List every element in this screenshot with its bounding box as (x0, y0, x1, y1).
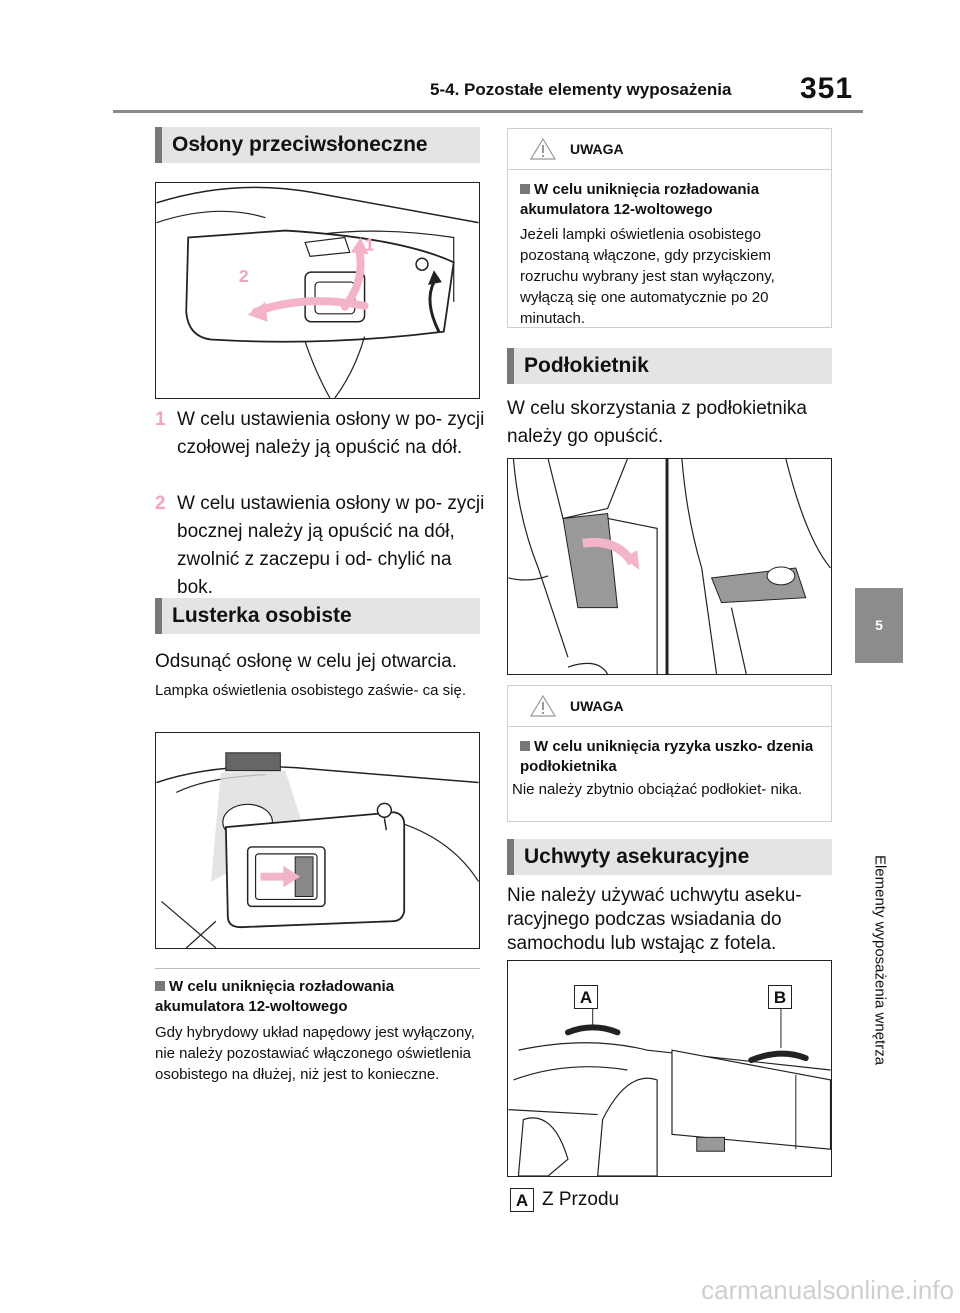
grab-handles-text: Nie należy używać uchwytu aseku- racyjne… (507, 885, 802, 954)
warning-2-title: W celu uniknięcia ryzyka uszko- dzenia p… (520, 738, 814, 775)
warning-2-label: UWAGA (570, 698, 624, 714)
figure-armrest (507, 458, 832, 675)
step-2: 2 W celu ustawienia osłony w po- zycji b… (155, 490, 485, 602)
chapter-side-label: Elementy wyposażenia wnętrza (871, 854, 889, 1066)
warning-2-text: Nie należy zbytnio obciążać podłokiet- n… (512, 781, 803, 798)
warning-1-text: Jeżeli lampki oświetlenia osobistego poz… (520, 226, 775, 327)
heading-mirrors: Lusterka osobiste (155, 598, 480, 634)
vanity-mirror-illustration (156, 752, 479, 948)
step-2-number: 2 (155, 493, 166, 514)
warning-triangle-icon (530, 138, 556, 160)
heading-sun-visors: Osłony przeciwsłoneczne (155, 127, 480, 163)
fig-label-2: 2 (239, 266, 249, 286)
fig-label-1: 1 (365, 234, 375, 254)
label-b: B (768, 985, 792, 1009)
watermark: carmanualsonline.info (534, 1267, 960, 1313)
note-title: W celu uniknięcia rozładowania akumulato… (155, 978, 395, 1015)
grab-handles-illustration (508, 998, 831, 1176)
mirrors-text: Odsunąć osłonę w celu jej otwarcia. (155, 651, 458, 672)
armrest-text: W celu skorzystania z podłokietnika nale… (507, 398, 807, 447)
label-a: A (574, 985, 598, 1009)
warning-box-1: UWAGA W celu uniknięcia rozładowania aku… (507, 128, 832, 328)
mirrors-note: Lampka oświetlenia osobistego zaświe- ca… (155, 682, 466, 699)
legend-a: A Z Przodu (510, 1186, 619, 1214)
heading-grab-handles: Uchwyty asekuracyjne (507, 839, 832, 875)
figure-vanity-mirror (155, 732, 480, 949)
chapter-tab: 5 (855, 588, 903, 663)
heading-armrest: Podłokietnik (507, 348, 832, 384)
note-divider (155, 968, 480, 969)
sun-visor-illustration: 1 2 (156, 186, 479, 398)
note-text: Gdy hybrydowy układ napędowy jest wyłącz… (155, 1024, 475, 1083)
bullet-square-icon (155, 981, 165, 991)
bullet-square-icon (520, 741, 530, 751)
step-1-text: W celu ustawienia osłony w po- zycji czo… (177, 409, 485, 458)
step-1: 1 W celu ustawienia osłony w po- zycji c… (155, 406, 485, 462)
bullet-square-icon (520, 184, 530, 194)
figure-sun-visor: 1 2 (155, 182, 480, 399)
warning-1-title: W celu uniknięcia rozładowania akumulato… (520, 181, 760, 218)
step-2-text: W celu ustawienia osłony w po- zycji boc… (177, 493, 485, 598)
warning-box-2: UWAGA W celu uniknięcia ryzyka uszko- dz… (507, 685, 832, 822)
warning-2-header: UWAGA (508, 686, 831, 727)
header-rule (113, 110, 863, 113)
warning-triangle-icon (530, 695, 556, 717)
armrest-illustration (508, 459, 831, 674)
section-title: 5-4. Pozostałe elementy wyposażenia (430, 80, 732, 99)
page-number: 351 (800, 72, 854, 105)
step-1-number: 1 (155, 409, 166, 430)
warning-1-header: UWAGA (508, 129, 831, 170)
warning-1-label: UWAGA (570, 141, 624, 157)
legend-a-text: Z Przodu (542, 1189, 620, 1210)
legend-a-letter: A (510, 1188, 534, 1212)
